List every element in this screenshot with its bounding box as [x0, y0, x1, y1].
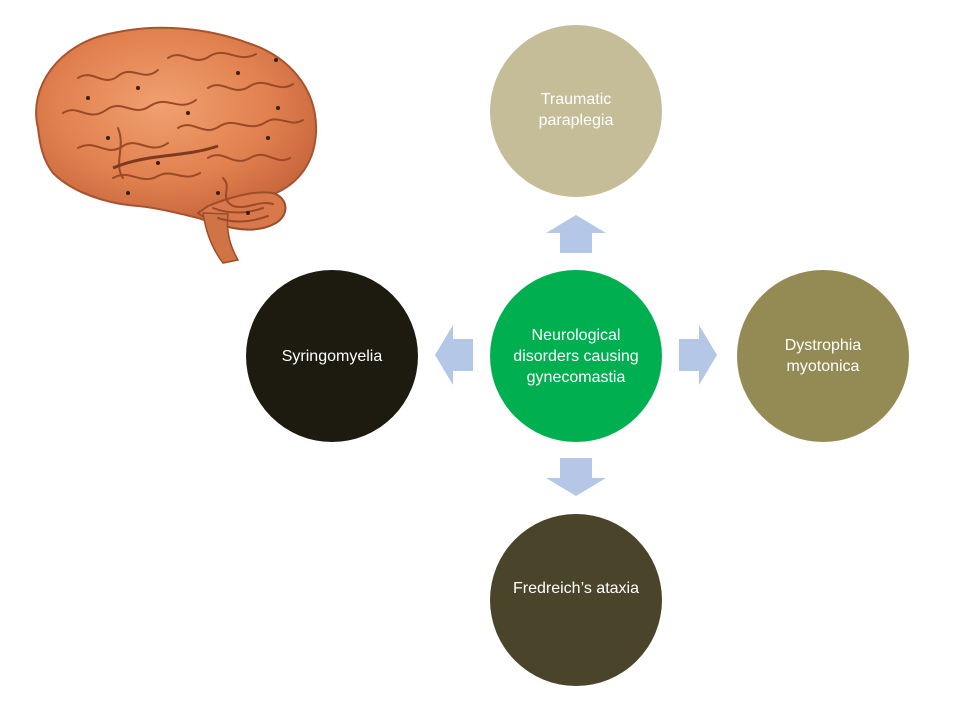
- arrow-right: [679, 325, 717, 385]
- arrow-down-shape: [546, 458, 606, 496]
- node-left-label: Syringomyelia: [281, 347, 383, 365]
- arrow-left: [435, 325, 473, 385]
- node-bottom-label: Fredreich’s ataxia: [513, 580, 639, 597]
- node-dystrophia-myotonica: Dystrophia myotonica: [737, 270, 909, 442]
- node-top-label: Traumatic paraplegia: [538, 91, 614, 129]
- arrow-up: [546, 215, 606, 253]
- arrow-up-shape: [546, 215, 606, 253]
- center-node: Neurological disorders causing gynecomas…: [490, 270, 662, 442]
- node-right-label: Dystrophia myotonica: [784, 337, 862, 375]
- brain-illustration: [35, 26, 318, 264]
- node-syringomyelia: Syringomyelia: [246, 270, 418, 442]
- arrow-down: [546, 458, 606, 496]
- node-fredreichs-ataxia: Fredreich’s ataxia: [490, 514, 662, 686]
- arrow-left-shape: [435, 325, 473, 385]
- arrow-right-shape: [679, 325, 717, 385]
- node-traumatic-paraplegia: Traumatic paraplegia: [490, 25, 662, 197]
- center-node-label: Neurological disorders causing gynecomas…: [513, 326, 639, 386]
